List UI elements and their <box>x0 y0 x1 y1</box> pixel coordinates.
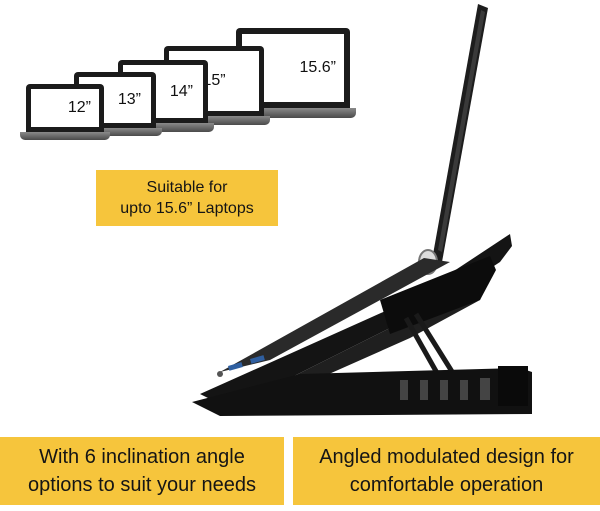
banner-line-1: With 6 inclination angle <box>39 446 245 468</box>
laptop-base <box>220 258 450 372</box>
laptop-size-lineup: 15.6” 15” 14” 13” 12” <box>0 0 370 160</box>
banner-line-2: upto 15.6” Laptops <box>120 200 254 217</box>
laptop-12-inch: 12” <box>20 84 110 142</box>
laptop-size-label: 13” <box>117 91 141 108</box>
compatibility-banner: Suitable for upto 15.6” Laptops <box>96 170 278 226</box>
banner-line-1: Suitable for <box>146 179 228 196</box>
usb-port <box>228 362 243 371</box>
banner-line-1: Angled modulated design for <box>319 446 574 468</box>
usb-port <box>250 355 265 364</box>
fan-housing <box>380 256 496 334</box>
banner-line-2: comfortable operation <box>349 474 544 496</box>
stand-platform <box>200 234 512 404</box>
laptop-size-label: 14” <box>169 82 193 100</box>
inclination-banner: With 6 inclination angle options to suit… <box>0 437 284 505</box>
laptop-size-label: 15” <box>202 72 226 89</box>
laptop-size-label: 15.6” <box>299 59 336 76</box>
power-jack <box>217 371 223 377</box>
laptop-stand-illustration <box>192 4 532 416</box>
banner-line-2: options to suit your needs <box>28 474 256 496</box>
design-banner: Angled modulated design for comfortable … <box>293 437 600 505</box>
laptop-size-label: 12” <box>67 99 91 116</box>
